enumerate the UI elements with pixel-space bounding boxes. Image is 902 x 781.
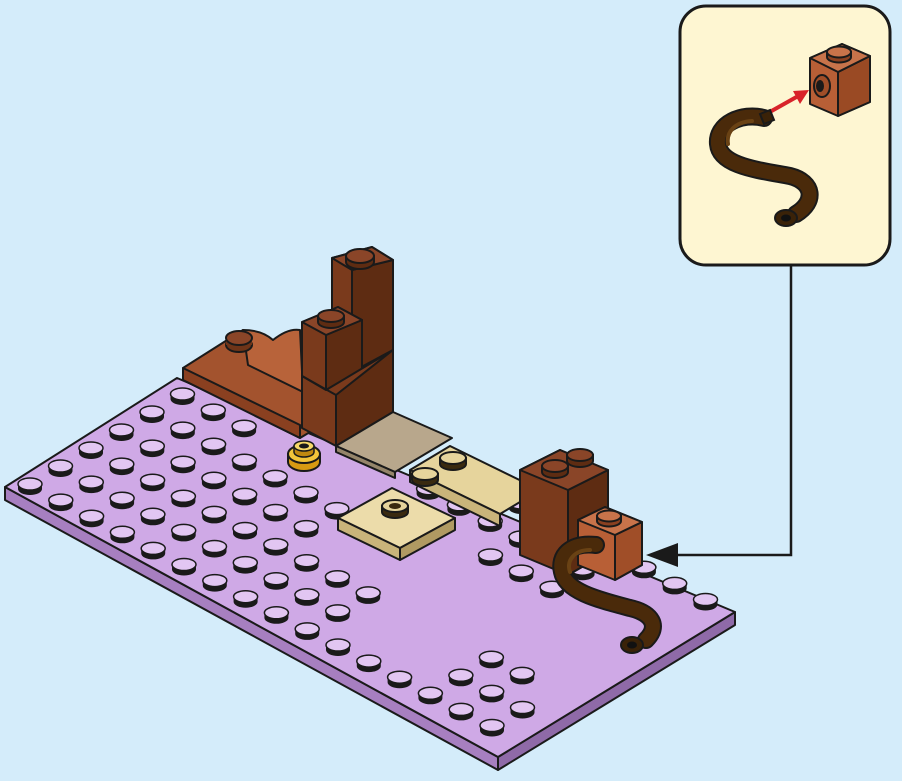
baseplate-stud <box>325 571 349 583</box>
baseplate-stud <box>295 589 319 601</box>
baseplate-stud <box>232 420 256 432</box>
baseplate-stud <box>294 521 318 533</box>
baseplate-stud <box>49 494 73 506</box>
baseplate-stud <box>234 591 258 603</box>
baseplate-stud <box>325 503 349 515</box>
callout-connector-arrow <box>646 265 791 567</box>
baseplate-stud <box>141 474 165 486</box>
baseplate-stud <box>509 565 533 577</box>
baseplate-stud <box>480 720 504 732</box>
baseplate-stud <box>80 510 104 522</box>
baseplate-stud <box>202 506 226 518</box>
baseplate-stud <box>233 488 257 500</box>
baseplate-stud <box>694 594 718 606</box>
baseplate-stud <box>326 639 350 651</box>
baseplate-stud <box>264 607 288 619</box>
baseplate-stud <box>140 440 164 452</box>
callout-brick-with-side-stud <box>810 44 870 116</box>
baseplate-stud <box>449 703 473 715</box>
baseplate-stud <box>295 623 319 635</box>
baseplate-stud <box>388 671 412 683</box>
baseplate-stud <box>171 490 195 502</box>
baseplate-stud <box>326 605 350 617</box>
baseplate-stud <box>79 442 103 454</box>
baseplate-stud <box>511 702 535 714</box>
baseplate-stud <box>172 524 196 536</box>
baseplate-stud <box>357 655 381 667</box>
baseplate-stud <box>202 472 226 484</box>
baseplate-stud <box>356 587 380 599</box>
callout-box <box>680 6 890 265</box>
baseplate-stud <box>172 559 196 571</box>
baseplate-stud <box>263 470 287 482</box>
baseplate-stud <box>171 422 195 434</box>
baseplate-stud <box>171 456 195 468</box>
baseplate-stud <box>201 404 225 416</box>
baseplate-stud <box>110 458 134 470</box>
baseplate-stud <box>233 557 257 569</box>
baseplate-stud <box>141 542 165 554</box>
baseplate-stud <box>203 575 227 587</box>
baseplate-stud <box>171 388 195 400</box>
baseplate-stud <box>479 651 503 663</box>
baseplate-stud <box>110 424 134 436</box>
baseplate-stud <box>479 549 503 561</box>
baseplate-stud <box>418 687 442 699</box>
baseplate-stud <box>140 406 164 418</box>
baseplate-stud <box>264 573 288 585</box>
baseplate-stud <box>49 460 73 472</box>
baseplate-stud <box>110 526 134 538</box>
baseplate-stud <box>232 454 256 466</box>
baseplate-stud <box>79 476 103 488</box>
baseplate-stud <box>233 523 257 535</box>
baseplate-stud <box>294 487 318 499</box>
baseplate-stud <box>141 508 165 520</box>
baseplate-stud <box>449 669 473 681</box>
baseplate-stud <box>510 667 534 679</box>
baseplate-stud <box>203 541 227 553</box>
baseplate-stud <box>264 539 288 551</box>
baseplate-stud <box>663 577 687 589</box>
baseplate-stud <box>480 685 504 697</box>
baseplate-stud <box>110 492 134 504</box>
baseplate-stud <box>18 478 42 490</box>
reddish-brown-brick-stack-left <box>302 247 393 446</box>
baseplate-stud <box>264 505 288 517</box>
baseplate-stud <box>202 438 226 450</box>
baseplate-stud <box>295 555 319 567</box>
